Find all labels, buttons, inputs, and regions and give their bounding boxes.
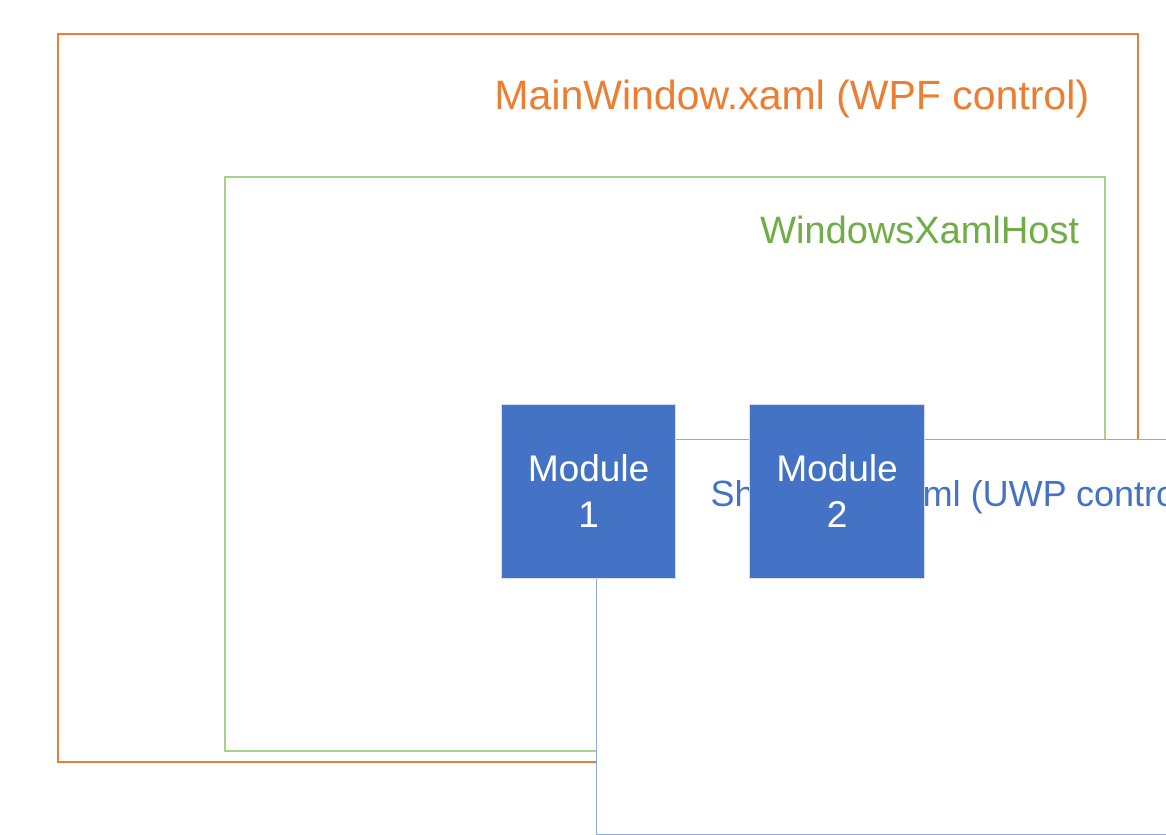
layer-mainwindow-label: MainWindow.xaml (WPF control) xyxy=(494,72,1089,118)
module-tile-1-name: Module xyxy=(527,448,650,490)
layer-windowsxamlhost-container: WindowsXamlHost ShellPage.xaml (UWP cont… xyxy=(224,176,1166,835)
module-tile-2: Module 2 xyxy=(749,404,925,579)
module-tile-2-number: 2 xyxy=(826,493,848,535)
module-tile-1: Module 1 xyxy=(501,404,676,579)
module-tile-1-number: 1 xyxy=(578,493,599,535)
layer-windowsxamlhost-label: WindowsXamlHost xyxy=(760,210,1079,252)
diagram-canvas: MainWindow.xaml (WPF control) WindowsXam… xyxy=(57,33,1166,835)
layer-mainwindow-container: MainWindow.xaml (WPF control) WindowsXam… xyxy=(57,33,1166,835)
module-tile-2-name: Module xyxy=(776,448,898,490)
